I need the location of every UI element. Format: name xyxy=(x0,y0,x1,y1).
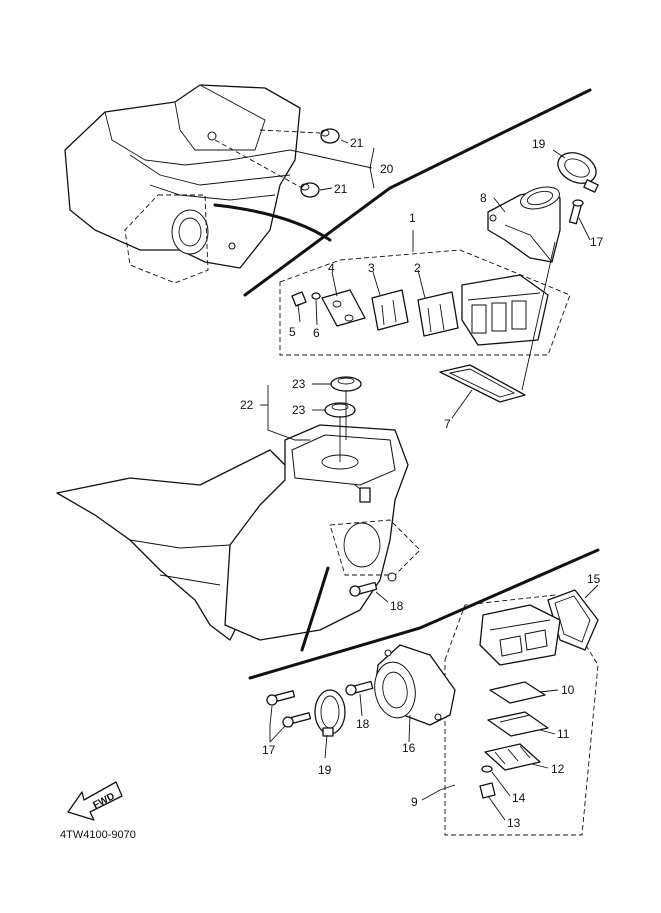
intake-joint-16 xyxy=(374,644,456,726)
frame-tube-line-mid xyxy=(300,566,330,652)
callout-19-lower: 19 xyxy=(318,763,332,777)
callout-12: 12 xyxy=(551,762,565,776)
frame-tube-line xyxy=(213,203,332,242)
callout-13: 13 xyxy=(507,816,521,830)
grommet-21-lower xyxy=(300,182,320,198)
callout-16: 16 xyxy=(402,741,416,755)
reed-2 xyxy=(417,291,459,337)
callout-10: 10 xyxy=(561,683,575,697)
bolt-18-mid xyxy=(349,581,378,597)
forward-direction-arrow: FWD xyxy=(67,781,123,821)
washer-6 xyxy=(311,292,321,300)
callout-9: 9 xyxy=(411,795,418,809)
hose-clamp-19-top xyxy=(557,152,599,193)
bolt-17-lower-lower xyxy=(282,712,312,728)
reed-valve-body-lower xyxy=(479,604,561,666)
screw-5 xyxy=(291,291,307,307)
gasket-7 xyxy=(439,364,526,403)
bolt-17-top xyxy=(568,199,584,225)
reed-3 xyxy=(371,289,409,331)
callout-2: 2 xyxy=(414,261,421,275)
reed-valve-group-outline-lower xyxy=(444,594,599,836)
callout-1: 1 xyxy=(409,211,416,225)
air-box-top xyxy=(64,84,301,284)
callout-3: 3 xyxy=(368,261,375,275)
intake-joint-8 xyxy=(487,186,561,263)
bolt-17-lower-upper xyxy=(266,690,296,706)
callout-19-top: 19 xyxy=(532,137,546,151)
reed-plate-10 xyxy=(489,681,546,704)
callout-15: 15 xyxy=(587,572,601,586)
reed-valve-body xyxy=(461,274,549,346)
grommet-23-lower xyxy=(324,402,356,418)
callout-11: 11 xyxy=(557,727,570,741)
valve-stopper-4 xyxy=(321,289,366,327)
callout-18-mid: 18 xyxy=(390,599,404,613)
callout-5: 5 xyxy=(289,325,296,339)
callout-18-lower: 18 xyxy=(356,717,370,731)
callout-21-upper: 21 xyxy=(350,136,364,150)
section-divider-top xyxy=(243,88,592,297)
callout-20: 20 xyxy=(380,162,394,176)
bolt-18-lower xyxy=(345,680,374,696)
callout-23-lower: 23 xyxy=(292,403,306,417)
callout-17-top: 17 xyxy=(590,235,604,249)
stopper-12 xyxy=(484,743,541,771)
callout-4: 4 xyxy=(328,261,335,275)
callout-17-lower: 17 xyxy=(262,743,276,757)
callout-23-upper: 23 xyxy=(292,377,306,391)
reed-11 xyxy=(487,711,549,737)
callout-8: 8 xyxy=(480,191,487,205)
hose-clamp-19-lower xyxy=(314,689,346,737)
reed-valve-group-outline xyxy=(279,249,571,356)
callout-6: 6 xyxy=(313,326,320,340)
drawing-code: 4TW4100-9070 xyxy=(60,829,136,841)
callout-22: 22 xyxy=(240,398,254,412)
screw-13 xyxy=(479,782,496,799)
washer-14 xyxy=(481,765,493,773)
callout-14: 14 xyxy=(512,791,526,805)
callout-21-lower: 21 xyxy=(334,182,348,196)
grommet-21-upper xyxy=(320,128,340,144)
grommet-23-upper xyxy=(330,376,362,392)
section-divider-bottom xyxy=(248,548,600,680)
callout-7: 7 xyxy=(444,417,451,431)
